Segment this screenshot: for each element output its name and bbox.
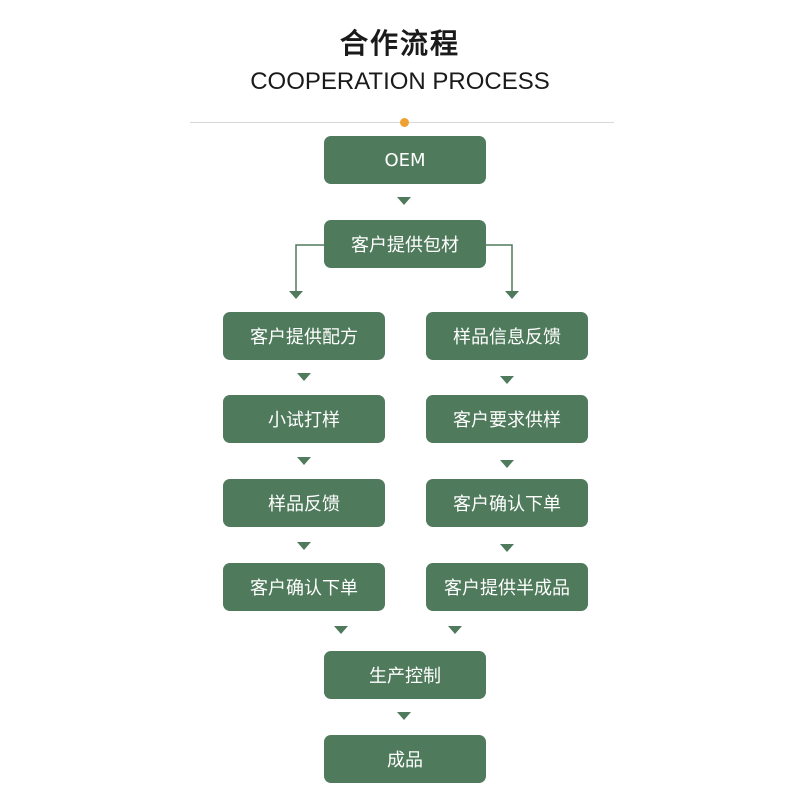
flow-node-left-1: 客户提供配方 xyxy=(223,312,385,360)
arrow-down-icon xyxy=(505,291,519,299)
flow-node-left-2: 小试打样 xyxy=(223,395,385,443)
right-branch-line xyxy=(486,244,513,292)
flow-node-packaging: 客户提供包材 xyxy=(324,220,486,268)
flow-node-right-1: 样品信息反馈 xyxy=(426,312,588,360)
arrow-down-icon xyxy=(297,373,311,381)
arrow-down-icon xyxy=(397,712,411,720)
flow-node-right-3: 客户确认下单 xyxy=(426,479,588,527)
arrow-down-icon xyxy=(500,544,514,552)
flow-node-oem: OEM xyxy=(324,136,486,184)
arrow-down-icon xyxy=(500,376,514,384)
arrow-down-icon xyxy=(448,626,462,634)
page-title: 合作流程 xyxy=(339,27,460,60)
flow-node-right-2: 客户要求供样 xyxy=(426,395,588,443)
arrow-down-icon xyxy=(500,460,514,468)
flow-node-left-3: 样品反馈 xyxy=(223,479,385,527)
flow-node-left-4: 客户确认下单 xyxy=(223,563,385,611)
flow-node-right-4: 客户提供半成品 xyxy=(426,563,588,611)
flow-node-production: 生产控制 xyxy=(324,651,486,699)
left-branch-line xyxy=(295,244,324,292)
flow-node-finished: 成品 xyxy=(324,735,486,783)
arrow-down-icon xyxy=(289,291,303,299)
divider-dot-icon xyxy=(400,118,409,127)
arrow-down-icon xyxy=(334,626,348,634)
arrow-down-icon xyxy=(397,197,411,205)
arrow-down-icon xyxy=(297,457,311,465)
arrow-down-icon xyxy=(297,542,311,550)
page-subtitle: COOPERATION PROCESS xyxy=(250,68,550,95)
